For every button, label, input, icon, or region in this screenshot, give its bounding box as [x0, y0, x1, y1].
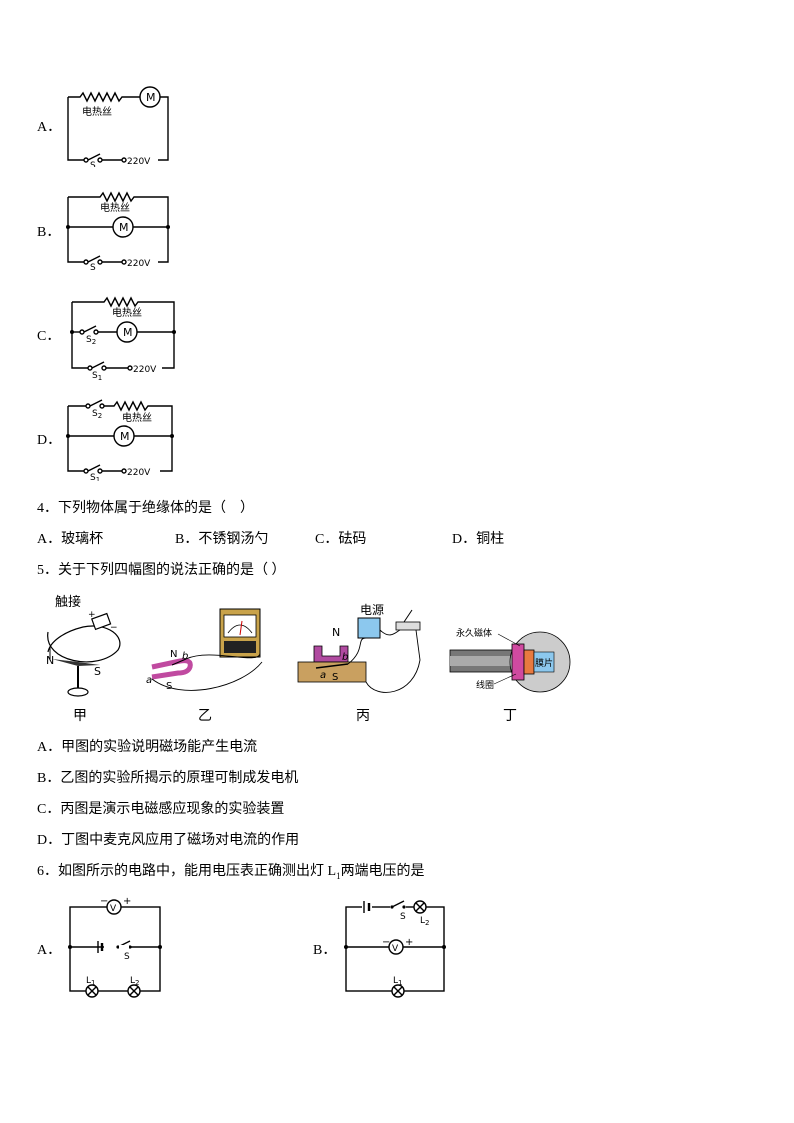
- figure-bing-motor: 电源 N b a S: [297, 603, 421, 693]
- voltage-label: 220V: [127, 468, 151, 478]
- svg-text:b: b: [342, 652, 348, 663]
- voltmeter-icon: [106, 899, 122, 915]
- voltmeter-icon: [388, 939, 404, 955]
- svg-text:−: −: [110, 623, 118, 633]
- circuit-diagram-d: S2 电热丝 M S1 220V: [66, 399, 174, 481]
- svg-text:线圈: 线圈: [476, 679, 494, 691]
- svg-text:+: +: [123, 896, 131, 907]
- heater-label: 电热丝: [82, 105, 112, 118]
- svg-text:永久磁体: 永久磁体: [456, 627, 492, 639]
- option-a-letter: A．: [37, 120, 62, 135]
- svg-text:M: M: [120, 430, 130, 443]
- u-magnet-icon: [151, 658, 193, 680]
- switch-label: S: [90, 161, 96, 167]
- voltage-label: 220V: [133, 365, 157, 375]
- figure-jia-caption: 甲: [73, 709, 87, 724]
- svg-text:L1: L1: [86, 976, 95, 987]
- figure-yi-induction: N b a S: [146, 608, 263, 692]
- q5-option-c: C．丙图是演示电磁感应现象的实验装置: [37, 802, 285, 817]
- svg-text:电源: 电源: [360, 603, 384, 617]
- figure-yi-caption: 乙: [198, 709, 212, 724]
- switch-s1-label: S1: [92, 371, 102, 380]
- heater-resistor-icon: [68, 91, 140, 103]
- svg-text:N: N: [46, 654, 54, 667]
- svg-text:b: b: [182, 651, 188, 662]
- q5-stem: 5．关于下列四幅图的说法正确的是（ ）: [37, 563, 286, 578]
- switch-s2-label: S2: [92, 409, 102, 420]
- coil-icon: [523, 649, 535, 675]
- svg-text:L2: L2: [130, 976, 139, 987]
- q4-option-c: C．砝码: [315, 532, 367, 547]
- figure-jia-oersted: 触接 + − N S: [46, 594, 121, 697]
- svg-text:a: a: [146, 675, 152, 686]
- circuit-diagram-b: 电热丝 M S 220V: [66, 191, 170, 272]
- power-supply-icon: [357, 617, 381, 639]
- svg-text:N: N: [170, 649, 177, 660]
- svg-text:V: V: [392, 944, 399, 954]
- option-c-letter: C．: [37, 329, 61, 344]
- q5-option-d: D．丁图中麦克风应用了磁场对电流的作用: [37, 833, 300, 848]
- circuit-diagram-c: 电热丝 S2 M S1 220V: [70, 296, 176, 380]
- heater-label: 电热丝: [100, 201, 130, 214]
- q6-option-b-letter: B．: [313, 943, 337, 958]
- svg-text:S: S: [400, 912, 406, 922]
- svg-text:+: +: [88, 610, 96, 620]
- figure-ding-caption: 丁: [503, 709, 517, 724]
- svg-text:+: +: [405, 937, 413, 948]
- svg-text:L1: L1: [393, 976, 402, 987]
- motor-icon: [139, 86, 161, 108]
- heater-resistor-icon: [68, 191, 169, 263]
- heater-label: 电热丝: [112, 306, 142, 319]
- heater-resistor-icon: [104, 400, 173, 472]
- svg-text:V: V: [110, 904, 117, 914]
- svg-text:N: N: [332, 626, 340, 639]
- q6-option-a-letter: A．: [37, 943, 62, 958]
- q4-option-a: A．玻璃杯: [37, 532, 104, 547]
- circuit-diagram-a: S 220V M 电热丝: [67, 86, 169, 167]
- q6-stem: 6．如图所示的电路中，能用电压表正确测出灯 L1两端电压的是: [37, 864, 425, 881]
- compass-needle-icon: [52, 659, 100, 666]
- option-b-letter: B．: [37, 225, 61, 240]
- circuit-q6-b: S L2 V − + L1: [344, 900, 446, 998]
- q5-option-a: A．甲图的实验说明磁场能产生电流: [37, 740, 258, 755]
- svg-text:−: −: [382, 937, 390, 948]
- svg-text:M: M: [146, 91, 156, 104]
- switch-label: S: [90, 263, 96, 272]
- figure-bing-caption: 丙: [356, 709, 370, 724]
- svg-text:触接: 触接: [55, 594, 81, 610]
- q4-stem: 4．下列物体属于绝缘体的是（ ）: [37, 501, 254, 516]
- battery-icon: [91, 612, 112, 631]
- voltage-label: 220V: [127, 259, 151, 269]
- svg-text:−: −: [100, 896, 108, 907]
- svg-text:S: S: [94, 665, 101, 678]
- q5-option-b: B．乙图的实验所揭示的原理可制成发电机: [37, 771, 299, 786]
- figure-ding-microphone: 永久磁体 膜片 线圈: [449, 627, 571, 693]
- circuit-q6-a: V − + S L1 L2: [68, 896, 162, 998]
- svg-text:L2: L2: [420, 916, 429, 927]
- svg-text:S: S: [124, 952, 130, 962]
- switch-icon: [395, 621, 421, 631]
- option-d-letter: D．: [37, 433, 62, 448]
- heater-resistor-icon: [72, 296, 175, 369]
- svg-text:S: S: [332, 672, 338, 683]
- svg-text:a: a: [320, 670, 326, 681]
- voltage-label: 220V: [127, 157, 151, 167]
- svg-text:M: M: [119, 221, 129, 234]
- heater-label: 电热丝: [122, 411, 152, 424]
- q4-option-b: B．不锈钢汤勺: [175, 532, 269, 547]
- q4-option-d: D．铜柱: [452, 532, 505, 547]
- switch-s2-label: S2: [86, 335, 96, 346]
- svg-text:M: M: [123, 326, 133, 339]
- switch-s1-label: S1: [90, 473, 100, 481]
- svg-text:膜片: 膜片: [535, 657, 553, 669]
- svg-text:S: S: [166, 681, 172, 692]
